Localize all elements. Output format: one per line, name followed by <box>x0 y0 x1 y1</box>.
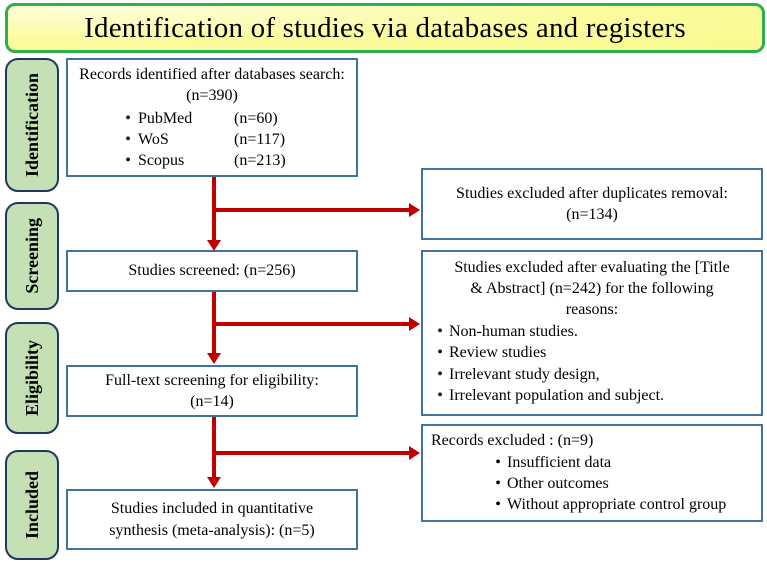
exclusion-reason-list: • Non-human studies. • Review studies • … <box>429 321 755 405</box>
stage-eligibility-label: Eligibility <box>21 339 42 417</box>
bullet-icon: • <box>495 496 501 514</box>
bullet-icon: • <box>437 386 443 404</box>
list-item: • WoS (n=117) <box>118 129 350 150</box>
box-excluded-duplicates: Studies excluded after duplicates remova… <box>421 168 763 240</box>
bullet-icon: • <box>125 131 131 149</box>
reason-text: Insufficient data <box>507 454 612 472</box>
bullet-icon: • <box>437 323 443 341</box>
arrow-to-excluded-duplicates-head-icon <box>409 203 420 217</box>
excluded-title-abstract-heading: Studies excluded after evaluating the [T… <box>454 259 730 319</box>
records-excluded-reason-list: • Insufficient data • Other outcomes • W… <box>431 452 753 515</box>
source-name: PubMed <box>138 110 193 128</box>
list-item: • Review studies <box>431 342 755 363</box>
list-item: • PubMed (n=60) <box>118 108 350 129</box>
arrow-to-records-excluded-head-icon <box>409 446 420 460</box>
stage-screening-label: Screening <box>21 218 42 294</box>
stage-included: Included <box>5 450 59 560</box>
source-count: (n=213) <box>234 152 286 170</box>
records-excluded-heading: Records excluded : (n=9) <box>431 432 594 449</box>
source-count: (n=117) <box>234 131 286 149</box>
arrow-screened-to-fulltext-head-icon <box>207 353 221 364</box>
stage-screening: Screening <box>5 202 59 310</box>
database-source-list: • PubMed (n=60) • WoS (n=117) • Scopus (… <box>74 108 350 171</box>
excluded-duplicates-text: Studies excluded after duplicates remova… <box>456 184 728 223</box>
reason-text: Without appropriate control group <box>507 496 727 514</box>
box-excluded-title-abstract: Studies excluded after evaluating the [T… <box>421 250 763 416</box>
list-item: • Irrelevant population and subject. <box>431 385 755 406</box>
bullet-icon: • <box>495 454 501 472</box>
reason-text: Irrelevant population and subject. <box>449 386 665 404</box>
stage-identification: Identification <box>5 58 59 192</box>
studies-included-text: Studies included in quantitative synthes… <box>109 500 315 539</box>
reason-text: Review studies <box>449 344 547 362</box>
list-item: • Insufficient data <box>489 452 753 473</box>
stage-included-label: Included <box>21 470 42 540</box>
bullet-icon: • <box>125 110 131 128</box>
arrow-fulltext-to-included-head-icon <box>207 477 221 488</box>
list-item: • Non-human studies. <box>431 321 755 342</box>
source-name: Scopus <box>138 152 185 170</box>
box-fulltext-screening: Full-text screening for eligibility: (n=… <box>66 365 358 417</box>
box-studies-included: Studies included in quantitative synthes… <box>66 489 358 550</box>
list-item: • Without appropriate control group <box>489 494 753 515</box>
list-item: • Other outcomes <box>489 473 753 494</box>
bullet-icon: • <box>437 365 443 383</box>
arrow-to-excluded-title-abstract-line <box>212 322 410 326</box>
reason-text: Other outcomes <box>507 475 609 493</box>
fulltext-screening-text: Full-text screening for eligibility: (n=… <box>105 371 319 410</box>
list-item: • Irrelevant study design, <box>431 364 755 385</box>
arrow-to-excluded-title-abstract-head-icon <box>409 317 420 331</box>
source-count: (n=60) <box>234 110 278 128</box>
arrow-identified-to-screened-head-icon <box>207 240 221 251</box>
stage-eligibility: Eligibility <box>5 322 59 434</box>
box-studies-screened: Studies screened: (n=256) <box>66 250 358 292</box>
diagram-title-banner: Identification of studies via databases … <box>5 3 765 53</box>
bullet-icon: • <box>437 344 443 362</box>
source-name: WoS <box>138 131 169 149</box>
stage-identification-label: Identification <box>21 72 42 177</box>
box-records-identified: Records identified after databases searc… <box>66 58 358 177</box>
list-item: • Scopus (n=213) <box>118 150 350 171</box>
records-identified-heading: Records identified after databases searc… <box>79 66 345 105</box>
studies-screened-text: Studies screened: (n=256) <box>128 262 296 280</box>
reason-text: Irrelevant study design, <box>449 365 600 383</box>
diagram-title: Identification of studies via databases … <box>84 11 686 44</box>
arrow-fulltext-to-included-line <box>212 417 216 478</box>
reason-text: Non-human studies. <box>449 323 578 341</box>
arrow-to-excluded-duplicates-line <box>212 208 410 212</box>
bullet-icon: • <box>495 475 501 493</box>
box-records-excluded: Records excluded : (n=9) • Insufficient … <box>421 424 763 522</box>
bullet-icon: • <box>125 152 131 170</box>
arrow-to-records-excluded-line <box>212 451 410 455</box>
